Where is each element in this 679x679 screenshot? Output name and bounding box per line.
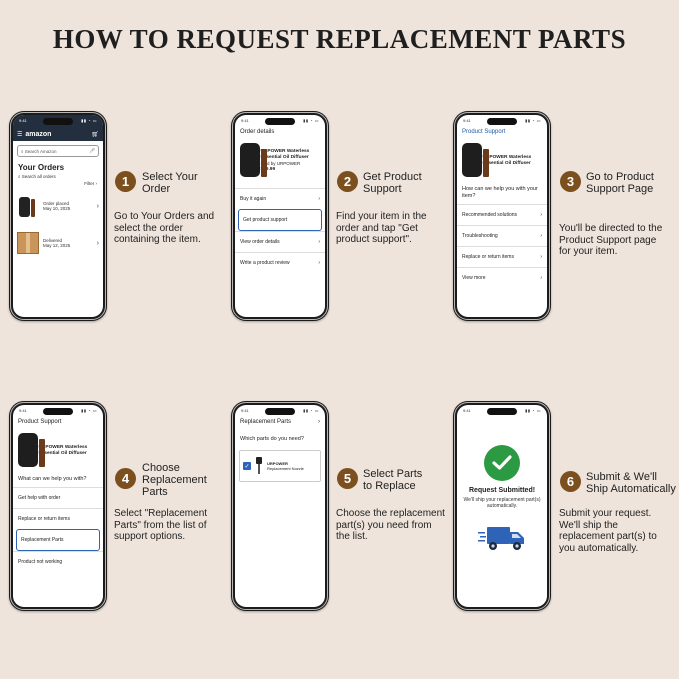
step-description: Choose the replacement part(s) you need … xyxy=(336,508,445,542)
phone-request-submitted: 9:41▮▮ ◔ ▭ Request Submitted! We'll ship… xyxy=(453,401,551,611)
step-description: You'll be directed to the Product Suppor… xyxy=(559,223,663,257)
product-not-working-item[interactable]: Product not working xyxy=(13,551,103,572)
step-description: Submit your request. We'll ship the repl… xyxy=(559,508,657,554)
phone-support-options: 9:41▮▮ ◔ ▭ Product Support URPOWER Water… xyxy=(9,401,107,611)
product-card[interactable]: URPOWER Waterless Essential Oil Diffuser… xyxy=(235,138,325,182)
chevron-right-icon: › xyxy=(96,239,99,247)
product-name: URPOWER Waterless Essential Oil Diffuser xyxy=(38,444,88,457)
step-number-badge: 2 xyxy=(337,171,358,192)
step-title: Get Product Support xyxy=(363,171,422,195)
product-name: URPOWER Waterless Essential Oil Diffuser xyxy=(260,148,310,161)
product-card: URPOWER Waterless Essential Oil Diffuser xyxy=(13,428,103,472)
success-check-icon xyxy=(484,445,520,481)
step-title: Select Parts to Replace xyxy=(363,468,423,492)
product-name: URPOWER Waterless Essential Oil Diffuser xyxy=(482,154,532,167)
phone-replacement-parts: 9:41▮▮ ◔ ▭ Replacement Parts› Which part… xyxy=(231,401,329,611)
view-more-item[interactable]: View more› xyxy=(457,267,547,288)
order-status: Delivered xyxy=(43,238,63,243)
price: $29.99 xyxy=(260,167,276,172)
filter-button[interactable]: Filter › xyxy=(84,181,97,186)
amazon-logo[interactable]: amazon xyxy=(25,130,52,138)
chevron-right-icon: › xyxy=(540,254,542,260)
request-submitted-subtitle: We'll ship your replacement part(s) auto… xyxy=(463,497,541,509)
step-number-badge: 5 xyxy=(337,468,358,489)
step-number-badge: 1 xyxy=(115,171,136,192)
checkbox-checked[interactable]: ✓ xyxy=(243,462,251,470)
diffuser-image xyxy=(239,141,267,179)
chevron-right-icon: › xyxy=(96,202,99,210)
delivery-truck-icon xyxy=(478,523,526,553)
step-description: Go to Your Orders and select the order c… xyxy=(114,211,215,245)
your-orders-heading: Your Orders xyxy=(18,163,65,172)
order-details-header: Order details xyxy=(240,129,275,135)
step-number-badge: 3 xyxy=(560,171,581,192)
product-support-header: Product Support xyxy=(462,129,506,135)
chevron-right-icon: › xyxy=(318,260,320,266)
help-with-order-item[interactable]: Get help with order xyxy=(13,487,103,508)
step-number-badge: 4 xyxy=(115,468,136,489)
status-time: 9:41 xyxy=(241,408,249,413)
support-question: What can we help you with? xyxy=(18,476,87,482)
step-title: Select Your Order xyxy=(142,171,198,195)
chevron-right-icon[interactable]: › xyxy=(318,419,320,425)
view-order-details-item[interactable]: View order details› xyxy=(235,231,325,252)
part-row[interactable]: ✓ URPOWER Replacement Nozzle xyxy=(239,450,321,482)
replacement-parts-header: Replacement Parts› xyxy=(240,419,320,425)
status-time: 9:41 xyxy=(19,408,27,413)
search-input[interactable]: ⌕ Search Amazon 🎤︎ xyxy=(17,145,99,157)
menu-icon[interactable]: ☰ xyxy=(17,131,23,138)
status-time: 9:41 xyxy=(463,408,471,413)
step-number-badge: 6 xyxy=(560,471,581,492)
search-orders-link[interactable]: ⌕ Search all orders xyxy=(18,174,56,179)
part-brand: URPOWER xyxy=(267,461,288,466)
step-description: Select "Replacement Parts" from the list… xyxy=(114,508,208,542)
troubleshooting-item[interactable]: Troubleshooting› xyxy=(457,225,547,246)
parts-question: Which parts do you need? xyxy=(240,436,304,442)
get-product-support-item[interactable]: Get product support xyxy=(238,209,322,231)
phone-product-support: 9:41▮▮ ◔ ▭ Product Support URPOWER Water… xyxy=(453,111,551,321)
replace-return-item[interactable]: Replace or return items xyxy=(13,508,103,529)
product-card: URPOWER Waterless Essential Oil Diffuser xyxy=(457,138,547,182)
cart-icon[interactable]: 🛒︎ xyxy=(91,131,99,138)
chevron-right-icon: › xyxy=(318,239,320,245)
step-title: Go to Product Support Page xyxy=(586,171,654,195)
product-support-header: Product Support xyxy=(18,419,62,425)
step-title: Choose Replacement Parts xyxy=(142,462,207,498)
nozzle-image xyxy=(254,457,264,475)
support-question: How can we help you with your item? xyxy=(462,186,538,199)
chevron-right-icon: › xyxy=(540,212,542,218)
phone-your-orders: 9:41▮▮ ◔ ▭ ☰ amazon 🛒︎ ⌕ Search Amazon 🎤… xyxy=(9,111,107,321)
order-status: Order placed xyxy=(43,201,70,206)
step-title: Submit & We'll Ship Automatically xyxy=(586,471,676,495)
buy-again-item[interactable]: Buy it again› xyxy=(235,188,325,209)
chevron-right-icon: › xyxy=(540,233,542,239)
part-name: Replacement Nozzle xyxy=(267,466,304,471)
page-title: HOW TO REQUEST REPLACEMENT PARTS xyxy=(52,24,627,54)
write-review-item[interactable]: Write a product review› xyxy=(235,252,325,273)
status-time: 9:41 xyxy=(241,118,249,123)
status-time: 9:41 xyxy=(19,118,27,123)
order-date: May 10, 2025 xyxy=(43,206,71,211)
search-placeholder: Search Amazon xyxy=(24,148,57,154)
request-submitted-title: Request Submitted! xyxy=(468,487,536,494)
chevron-right-icon: › xyxy=(540,275,542,281)
recommended-solutions-item[interactable]: Recommended solutions› xyxy=(457,204,547,225)
search-icon: ⌕ xyxy=(21,148,24,154)
diffuser-image xyxy=(17,431,45,469)
phone-order-details: 9:41▮▮ ◔ ▭ Order details URPOWER Waterle… xyxy=(231,111,329,321)
package-thumbnail xyxy=(17,232,39,254)
diffuser-thumbnail xyxy=(17,193,39,219)
replace-return-item[interactable]: Replace or return items› xyxy=(457,246,547,267)
microphone-icon[interactable]: 🎤︎ xyxy=(89,148,95,153)
chevron-right-icon: › xyxy=(318,196,320,202)
order-date: May 12, 2025 xyxy=(43,243,71,248)
seller: Sold by URPOWER xyxy=(260,160,301,166)
diffuser-image xyxy=(461,141,489,179)
status-time: 9:41 xyxy=(463,118,471,123)
amazon-header: ☰ amazon 🛒︎ xyxy=(13,127,103,141)
step-description: Find your item in the order and tap "Get… xyxy=(336,211,427,245)
replacement-parts-item[interactable]: Replacement Parts xyxy=(16,529,100,551)
